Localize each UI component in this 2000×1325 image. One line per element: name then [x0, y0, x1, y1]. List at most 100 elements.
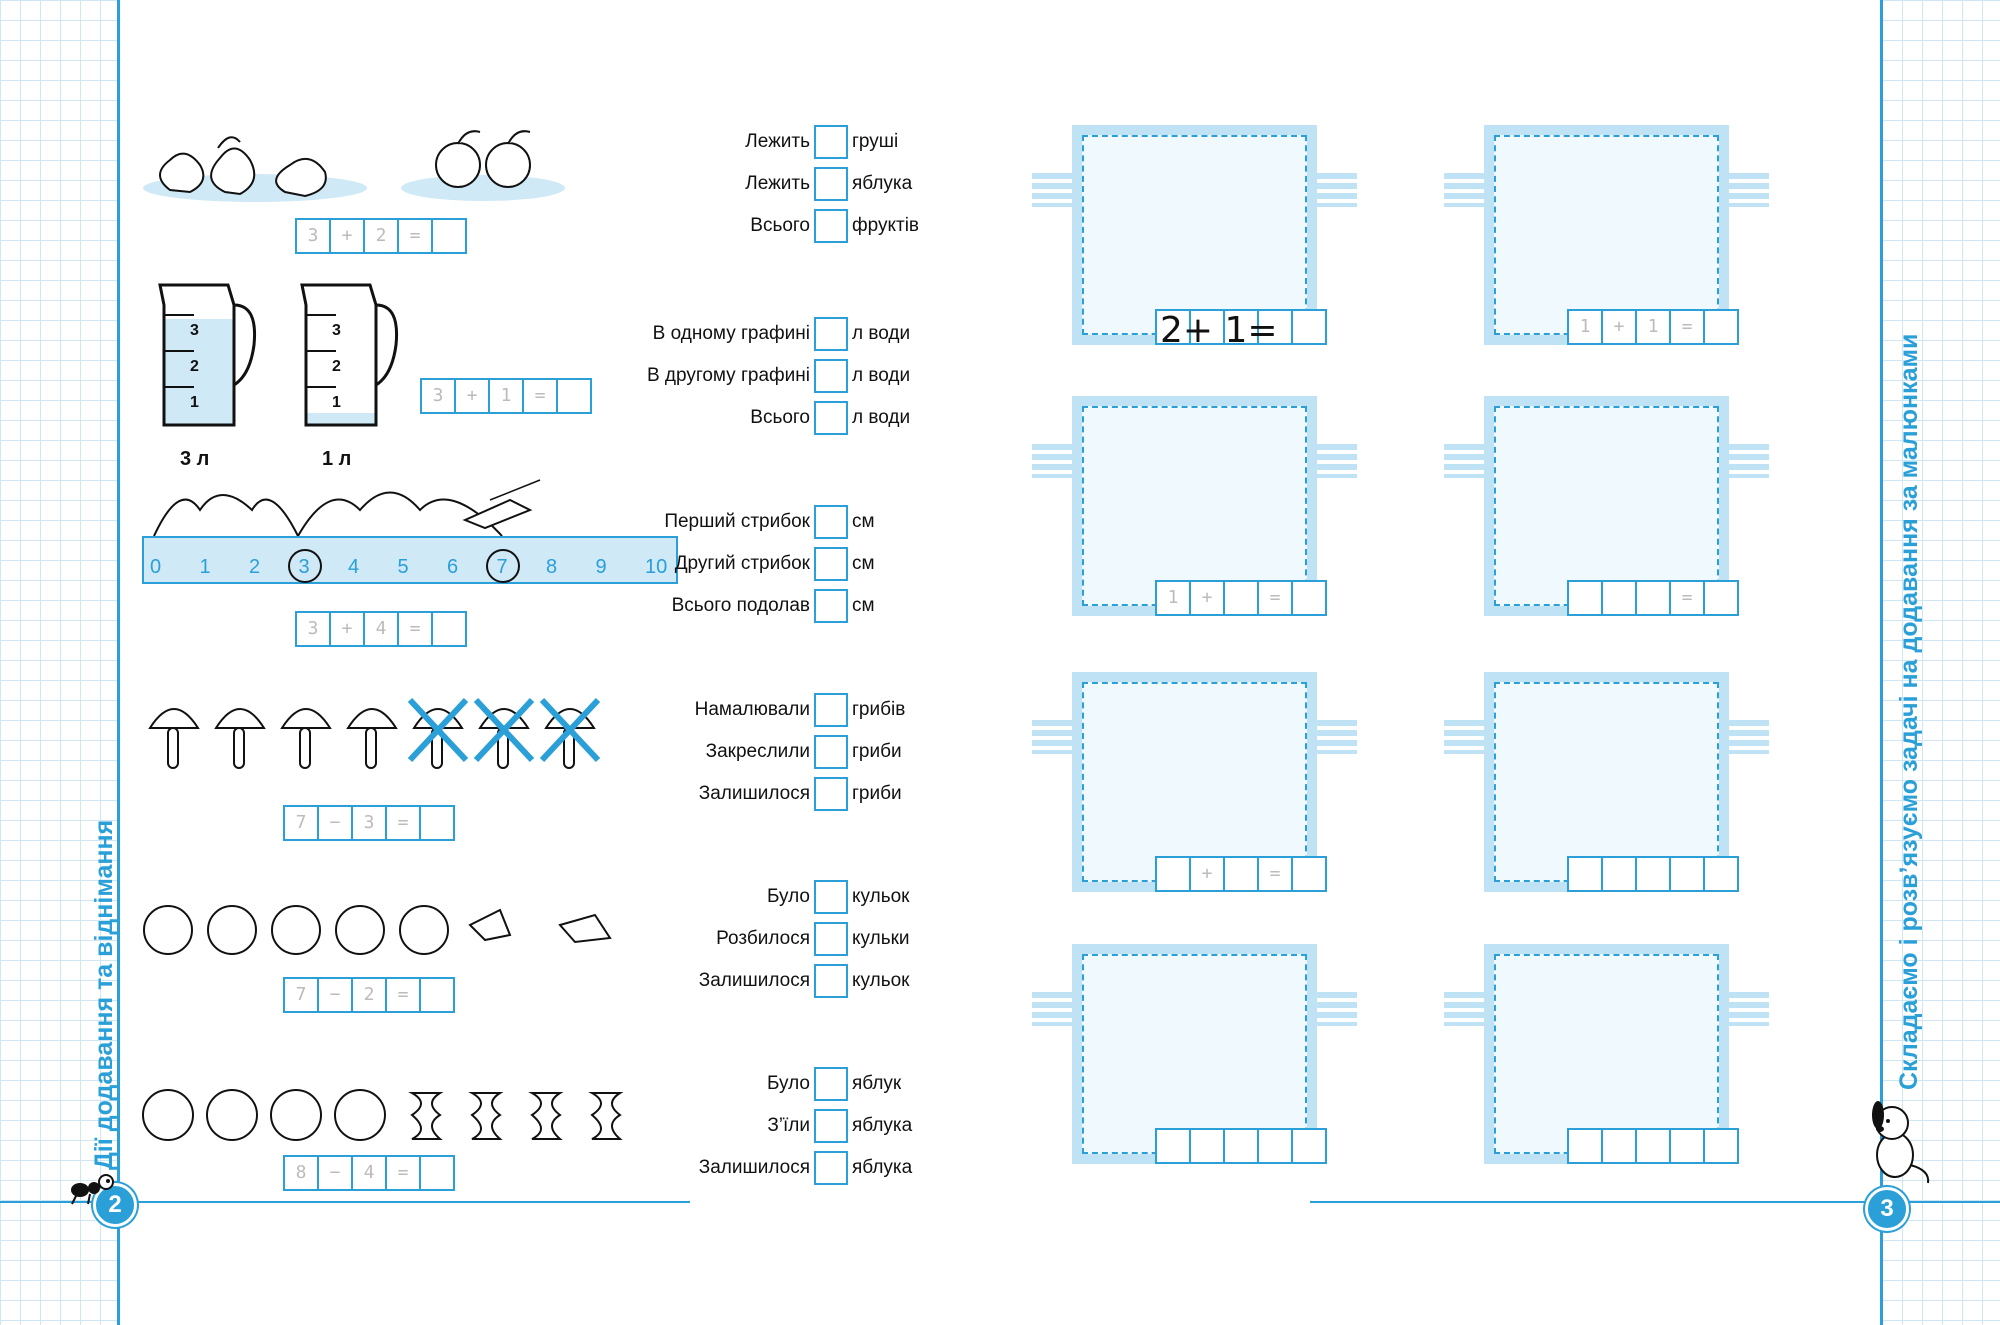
- answer-box[interactable]: [814, 1151, 848, 1185]
- answer-box[interactable]: [814, 1067, 848, 1101]
- answer-cell[interactable]: =: [1257, 580, 1293, 616]
- question-label: Другий стрибок: [674, 553, 810, 574]
- answer-box[interactable]: [814, 547, 848, 581]
- answer-box[interactable]: [814, 735, 848, 769]
- answer-cell[interactable]: =: [385, 805, 421, 841]
- answer-cell[interactable]: [1703, 1128, 1739, 1164]
- answer-cell[interactable]: =: [397, 218, 433, 254]
- answer-cell[interactable]: +: [1189, 580, 1225, 616]
- answer-cell[interactable]: [1601, 580, 1637, 616]
- answer-cell[interactable]: [1223, 1128, 1259, 1164]
- answer-cell[interactable]: [431, 218, 467, 254]
- answer-cell[interactable]: 4: [363, 611, 399, 647]
- answer-cell[interactable]: −: [317, 977, 353, 1013]
- answer-cell[interactable]: [1567, 580, 1603, 616]
- answer-box[interactable]: [814, 125, 848, 159]
- answer-cell[interactable]: [1669, 856, 1705, 892]
- answer-cell[interactable]: =: [1669, 580, 1705, 616]
- card-picture-area: [1082, 954, 1307, 1154]
- answer-cell[interactable]: [1291, 1128, 1327, 1164]
- answer-cell[interactable]: +: [329, 611, 365, 647]
- answer-cell[interactable]: =: [397, 611, 433, 647]
- answer-cell[interactable]: +: [454, 378, 490, 414]
- answer-cell[interactable]: 7: [283, 977, 319, 1013]
- answer-cell[interactable]: [1257, 1128, 1293, 1164]
- answer-cell[interactable]: 1: [1567, 309, 1603, 345]
- answer-cell[interactable]: =: [385, 977, 421, 1013]
- apples-illustration: [401, 130, 565, 201]
- answer-cell[interactable]: =: [1257, 856, 1293, 892]
- answer-cell[interactable]: [419, 805, 455, 841]
- answer-cell[interactable]: [556, 378, 592, 414]
- answer-cell[interactable]: [1601, 1128, 1637, 1164]
- answer-cell[interactable]: [431, 611, 467, 647]
- answer-cell[interactable]: 1: [488, 378, 524, 414]
- jump-arcs: [153, 479, 541, 537]
- answer-cell[interactable]: [1291, 309, 1327, 345]
- answer-cell[interactable]: =: [1669, 309, 1705, 345]
- answer-cell[interactable]: [1223, 856, 1259, 892]
- dog-mascot-icon: [1872, 1101, 1930, 1184]
- answer-cell[interactable]: [1155, 856, 1191, 892]
- answer-box[interactable]: [814, 777, 848, 811]
- answer-box[interactable]: [814, 880, 848, 914]
- answer-cell[interactable]: +: [1601, 309, 1637, 345]
- answer-cell[interactable]: −: [317, 1155, 353, 1191]
- answer-cell[interactable]: [1635, 580, 1671, 616]
- answer-cell[interactable]: [1223, 580, 1259, 616]
- answer-cell[interactable]: =: [522, 378, 558, 414]
- answer-cell[interactable]: +: [329, 218, 365, 254]
- question-label: Всього: [750, 215, 810, 236]
- answer-cell[interactable]: 3: [351, 805, 387, 841]
- answer-box[interactable]: [814, 1109, 848, 1143]
- answer-cell[interactable]: [1291, 856, 1327, 892]
- answer-box[interactable]: [814, 359, 848, 393]
- answer-cell[interactable]: 3: [295, 218, 331, 254]
- answer-cell[interactable]: [419, 1155, 455, 1191]
- answer-box[interactable]: [814, 209, 848, 243]
- ruler-tick-label: 10: [645, 556, 668, 578]
- answer-cell[interactable]: 3: [295, 611, 331, 647]
- answer-box[interactable]: [814, 317, 848, 351]
- answer-cell[interactable]: [1155, 1128, 1191, 1164]
- answer-cell[interactable]: 3: [420, 378, 456, 414]
- apples-eaten-illustration: [142, 1089, 624, 1141]
- answer-cell[interactable]: 8: [283, 1155, 319, 1191]
- answer-cell[interactable]: [419, 977, 455, 1013]
- answer-cell[interactable]: 7: [283, 805, 319, 841]
- answer-cell[interactable]: [1635, 1128, 1671, 1164]
- ruler-tick-label: 6: [447, 556, 459, 578]
- answer-cell[interactable]: [1567, 1128, 1603, 1164]
- answer-cell[interactable]: −: [317, 805, 353, 841]
- card-tab: [1317, 992, 1357, 1026]
- answer-box[interactable]: [814, 505, 848, 539]
- answer-cell[interactable]: [1635, 856, 1671, 892]
- jug-one: [158, 283, 257, 427]
- picture-card-bunny-painter: [1484, 672, 1739, 892]
- answer-cell[interactable]: 1: [1635, 309, 1671, 345]
- answer-cell[interactable]: [1703, 856, 1739, 892]
- answer-box[interactable]: [814, 964, 848, 998]
- answer-cell[interactable]: 1: [1155, 580, 1191, 616]
- card-answer-row: [1567, 856, 1739, 892]
- answer-cell[interactable]: 2: [363, 218, 399, 254]
- answer-cell[interactable]: [1669, 1128, 1705, 1164]
- answer-cell[interactable]: [1189, 1128, 1225, 1164]
- answer-cell[interactable]: [1703, 580, 1739, 616]
- answer-box[interactable]: [814, 589, 848, 623]
- answer-cell[interactable]: [1601, 856, 1637, 892]
- answer-cell[interactable]: [1291, 580, 1327, 616]
- answer-box[interactable]: [814, 401, 848, 435]
- card-tab: [1032, 444, 1072, 478]
- answer-box[interactable]: [814, 693, 848, 727]
- answer-box[interactable]: [814, 167, 848, 201]
- answer-cell[interactable]: [1567, 856, 1603, 892]
- answer-cell[interactable]: 4: [351, 1155, 387, 1191]
- answer-box[interactable]: [814, 922, 848, 956]
- answer-cell[interactable]: =: [385, 1155, 421, 1191]
- answer-cell[interactable]: [1703, 309, 1739, 345]
- answer-cell[interactable]: 2: [351, 977, 387, 1013]
- answer-cell[interactable]: +: [1189, 856, 1225, 892]
